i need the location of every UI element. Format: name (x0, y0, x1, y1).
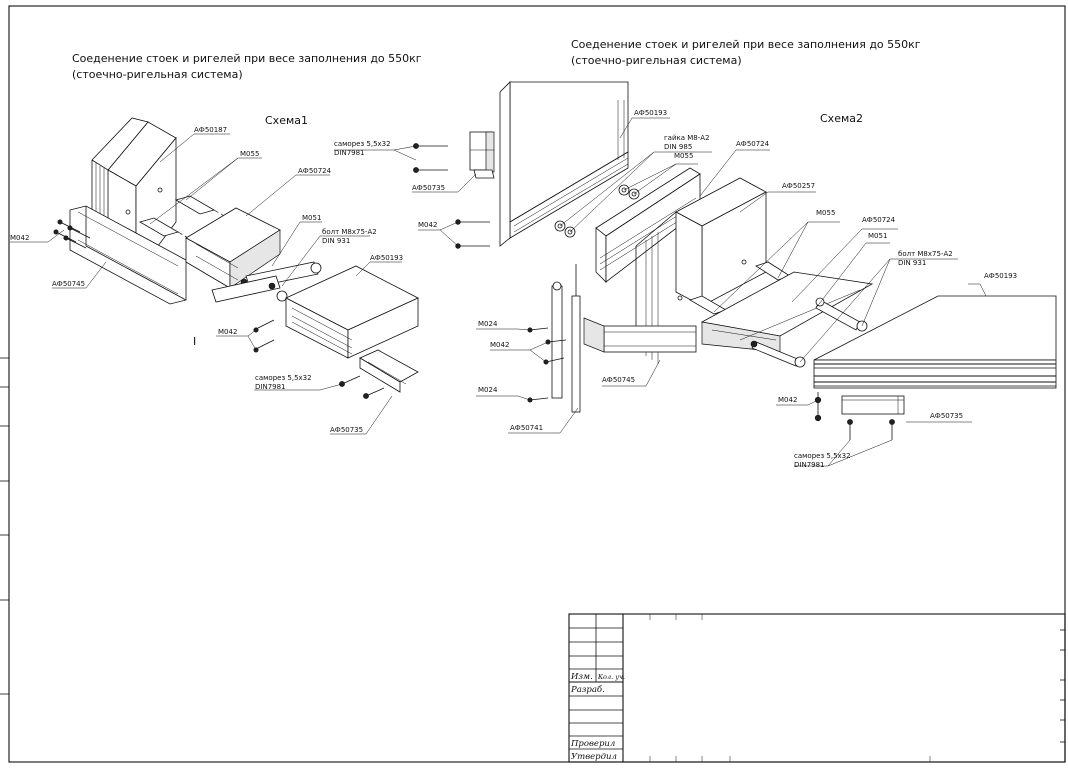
label-m042-s2: М042 (490, 341, 509, 349)
bracket-af50735-s2 (814, 392, 905, 440)
scheme2-labels: саморез 5,5х32 DIN7981 АФ50735 М042 АФ50… (334, 109, 1017, 469)
scheme1-title: Схема1 (265, 114, 308, 127)
label-af50735-top-s2: АФ50735 (412, 184, 445, 192)
right-title-line2: (стоечно-ригельная система) (571, 54, 742, 67)
scheme1-leaders (10, 133, 402, 435)
label-m024-top-s2: М024 (478, 320, 498, 328)
label-m055-s1: М055 (240, 150, 259, 158)
label-m042-left-s1: М042 (10, 234, 29, 242)
label-screw-s2-line1: саморез 5,5х32 (794, 452, 851, 460)
label-af50724-s1: АФ50724 (298, 167, 332, 175)
label-m051-s2: М051 (868, 232, 887, 240)
bracket-af50735-top-s2 (469, 131, 495, 179)
plate-af50745-s2 (583, 317, 697, 353)
label-af50741: АФ50741 (510, 424, 543, 432)
label-m042-top-s2: М042 (418, 221, 437, 229)
label-nut-s2-line1: гайка М8-А2 (664, 134, 710, 142)
screws-top-s2 (413, 143, 448, 173)
scheme2-title: Схема2 (820, 112, 863, 125)
title-block: Изм. Кол. уч. Разраб. Проверил Утвердил (568, 613, 1066, 763)
screws-m042-top-s2 (455, 219, 490, 249)
drawing-frame (8, 5, 1066, 763)
screws-m024-m042-s2 (527, 327, 567, 403)
label-bolt-s2-line1: болт М8х75-А2 (898, 250, 953, 258)
stamp-proveril: Проверил (570, 739, 615, 749)
connector-af50724 (185, 207, 281, 289)
left-title-line1: Соеденение стоек и ригелей при весе запо… (72, 52, 422, 65)
bracket-af50735-s1 (339, 349, 419, 399)
stamp-izm: Изм. (570, 672, 593, 682)
bolts-m051-s2 (750, 297, 868, 368)
stamp-utverdil: Утвердил (571, 752, 617, 762)
label-af50193-top-s2: АФ50193 (634, 109, 667, 117)
scheme2-leaders (334, 117, 987, 467)
label-screw-top-s2-line2: DIN7981 (334, 149, 365, 157)
label-af50745-s2: АФ50745 (602, 376, 635, 384)
scheme2-drawing (413, 81, 1057, 440)
left-title-line2: (стоечно-ригельная система) (72, 68, 243, 81)
label-bolt-s2-line2: DIN 931 (898, 259, 926, 267)
left-margin-ticks (0, 357, 9, 695)
label-m042-bottom-s1: М042 (218, 328, 237, 336)
label-m055-s2: М055 (816, 209, 835, 217)
label-screw-s1-line2: DIN7981 (255, 383, 286, 391)
label-af50724-top-s2: АФ50724 (736, 140, 770, 148)
transom-af50193-right-s2 (813, 295, 1057, 389)
label-af50745-s1: АФ50745 (52, 280, 85, 288)
scheme1-drawing (53, 117, 419, 399)
label-af50187: АФ50187 (194, 126, 227, 134)
label-screw-s2-line2: DIN7981 (794, 461, 825, 469)
stamp-kol-uch: Кол. уч. (597, 673, 625, 681)
label-af50257: АФ50257 (782, 182, 815, 190)
label-m042-right-s2: М042 (778, 396, 797, 404)
label-bolt-s1-line1: болт М8х75-А2 (322, 228, 377, 236)
sleeves-m055-s2 (689, 261, 791, 315)
label-af50735-s2: АФ50735 (930, 412, 963, 420)
plate-af50745 (69, 205, 187, 305)
label-af50724-s2: АФ50724 (862, 216, 896, 224)
section-mark-i: I (193, 335, 196, 348)
transom-af50193-s1 (285, 265, 419, 359)
stamp-razrab: Разраб. (570, 684, 605, 695)
scheme1-labels: АФ50187 М055 АФ50724 М042 АФ50745 М051 б… (10, 126, 403, 434)
label-screw-s1-line1: саморез 5,5х32 (255, 374, 312, 382)
label-m051-s1: М051 (302, 214, 321, 222)
label-nut-s2-line2: DIN 985 (664, 143, 692, 151)
label-screw-top-s2-line1: саморез 5,5х32 (334, 140, 391, 148)
label-af50735-s1: АФ50735 (330, 426, 363, 434)
label-af50193-s2: АФ50193 (984, 272, 1017, 280)
bolts-m051-s1 (211, 261, 322, 303)
transom-af50193-top-s2 (499, 81, 629, 247)
screws-m042-bottom-s1 (253, 319, 275, 353)
label-m024-bottom-s2: М024 (478, 386, 498, 394)
label-bolt-s1-line2: DIN 931 (322, 237, 350, 245)
label-af50193-s1: АФ50193 (370, 254, 403, 262)
right-title-line1: Соеденение стоек и ригелей при весе запо… (571, 38, 921, 51)
label-m055-top-s2: М055 (674, 152, 693, 160)
column-af50741 (551, 264, 581, 413)
screws-m042-left (53, 219, 91, 249)
